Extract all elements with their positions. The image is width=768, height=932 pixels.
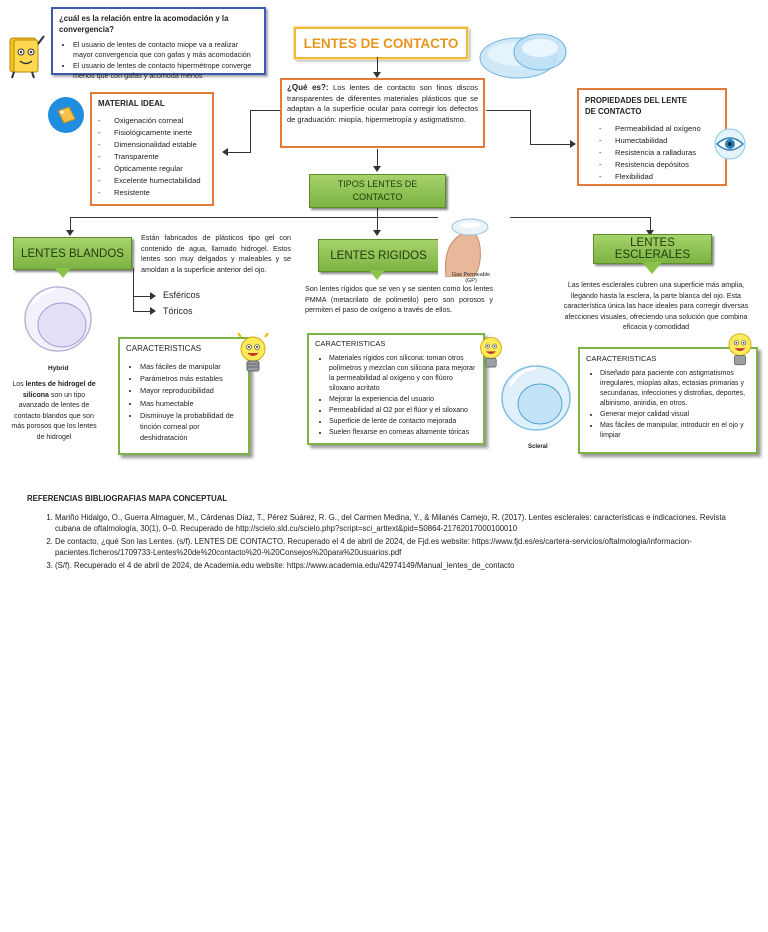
tag-badge-icon xyxy=(47,96,85,134)
hybrid-lens-icon xyxy=(18,283,96,363)
soft-feature: Disminuye la probabilidad de tinción cor… xyxy=(140,410,242,444)
soft-feature: Mayor reproducibilidad xyxy=(140,385,242,396)
properties-item: Resistencia depósitos xyxy=(599,159,719,171)
reference-item: (S/f). Recuperado el 4 de abril de 2024,… xyxy=(55,560,747,571)
question-title: ¿cuál es la relación entre la acomodació… xyxy=(59,14,229,34)
lightbulb-icon xyxy=(236,330,270,379)
rigid-features-title: CARACTERISTICAS xyxy=(315,339,386,348)
soft-label: LENTES BLANDOS xyxy=(21,247,124,260)
scleral-lens-icon xyxy=(498,360,573,444)
lightbulb-icon xyxy=(476,334,506,374)
properties-item: Resistencia a ralladuras xyxy=(599,147,719,159)
properties-box: PROPIEDADES DEL LENTE DE CONTACTO Permea… xyxy=(577,88,727,186)
hybrid-label: Hybrid xyxy=(48,365,69,372)
main-title: LENTES DE CONTACTO xyxy=(294,27,468,59)
scleral-feature: Mas fáciles de manipular, introducir en … xyxy=(600,421,750,441)
material-item: Transparente xyxy=(98,151,206,163)
rigid-feature: Materiales rígidos con silicona: toman o… xyxy=(329,354,477,394)
material-item: Resistente xyxy=(98,187,206,199)
rigid-lens-icon xyxy=(438,213,510,278)
soft-feature: Parámetros más estables xyxy=(140,373,242,384)
soft-description: Están fabricados de plásticos tipo gel c… xyxy=(141,233,291,274)
soft-note-bold: lentes de hidrogel de silicona xyxy=(22,381,96,399)
scleral-description: Las lentes esclerales cubren una superfi… xyxy=(563,281,749,331)
types-node: TIPOS LENTES DE CONTACTO xyxy=(309,174,446,208)
scleral-feature: Generar mejor calidad visual xyxy=(600,410,750,420)
scleral-node-label: LENTES ESCLERALES xyxy=(614,237,691,261)
soft-features-box: CARACTERISTICAS Mas fáciles de manipular… xyxy=(118,337,250,455)
material-title: MATERIAL IDEAL xyxy=(98,99,165,108)
gp-label: Gas Permeable (GP) xyxy=(451,272,491,284)
question-item: El usuario de lentes de contacto hipermé… xyxy=(73,61,258,81)
rigid-feature: Mejorar la experiencia del usuario xyxy=(329,395,477,405)
soft-lenses-node: LENTES BLANDOS xyxy=(13,237,132,270)
rigid-label: LENTES RIGIDOS xyxy=(330,249,427,262)
soft-feature: Mas fáciles de manipular xyxy=(140,361,242,372)
reference-item: De contacto, ¿qué Son las Lentes. (s/f).… xyxy=(55,536,747,558)
question-box: ¿cuál es la relación entre la acomodació… xyxy=(51,7,266,80)
properties-item: Flexibilidad xyxy=(599,171,719,183)
properties-item: Humectabilidad xyxy=(599,135,719,147)
rigid-feature: Superficie de lente de contacto mejorada xyxy=(329,417,477,427)
references-title: REFERENCIAS BIBLIOGRAFIAS MAPA CONCEPTUA… xyxy=(27,494,228,503)
scleral-features-box: CARACTERISTICAS Diseñado para paciente c… xyxy=(578,347,758,454)
scleral-features-title: CARACTERISTICAS xyxy=(586,354,657,363)
definition-box: ¿Qué es?: Los lentes de contacto son fin… xyxy=(280,78,485,148)
properties-item: Permeabilidad al oxígeno xyxy=(599,123,719,135)
soft-note-prefix: Los xyxy=(12,381,24,388)
soft-subtype: Esféricos xyxy=(163,290,201,300)
material-box: MATERIAL IDEAL Oxigenación corneal Fisio… xyxy=(90,92,214,206)
material-item: Fisiológicamente inerte xyxy=(98,127,206,139)
eye-icon xyxy=(712,126,748,162)
reference-item: Mariño Hidalgo, O., Guerra Almaguer, M.,… xyxy=(55,512,747,534)
book-icon xyxy=(4,30,48,80)
definition-label: ¿Qué es?: xyxy=(287,83,329,92)
rigid-feature: Permeabilidad al O2 por el flúor y el si… xyxy=(329,406,477,416)
properties-title: PROPIEDADES DEL LENTE DE CONTACTO xyxy=(585,96,688,116)
material-item: Oxigenación corneal xyxy=(98,115,206,127)
soft-features-title: CARACTERISTICAS xyxy=(126,344,202,353)
definition-text: Los lentes de contacto son finos discos … xyxy=(287,83,478,124)
question-item: El usuario de lentes de contacto miope v… xyxy=(73,40,258,60)
scleral-label: Scleral xyxy=(528,444,548,450)
soft-feature: Mas humectable xyxy=(140,398,242,409)
rigid-feature: Suelen flexarse en corneas altamente tór… xyxy=(329,428,477,438)
material-item: Dimensionalidad estable xyxy=(98,139,206,151)
soft-note: Los lentes de hidrogel de silicona son u… xyxy=(8,380,100,443)
material-item: Ópticamente regular xyxy=(98,163,206,175)
rigid-lenses-node: LENTES RIGIDOS xyxy=(318,239,439,272)
rigid-features-box: CARACTERISTICAS Materiales rígidos con s… xyxy=(307,333,485,445)
material-item: Excelente humectabilidad xyxy=(98,175,206,187)
references-section: REFERENCIAS BIBLIOGRAFIAS MAPA CONCEPTUA… xyxy=(27,493,747,573)
scleral-feature: Diseñado para paciente con astigmatismos… xyxy=(600,369,750,409)
rigid-description: Son lentes rígidos que se ven y se sient… xyxy=(305,284,493,314)
lightbulb-icon xyxy=(724,330,756,372)
contact-lens-icon xyxy=(478,28,572,82)
soft-note-rest: son un tipo avanzado de lentes de contac… xyxy=(11,391,97,441)
scleral-lenses-node: LENTES ESCLERALES xyxy=(593,234,712,264)
soft-subtype: Tóricos xyxy=(163,306,193,316)
types-label: TIPOS LENTES DE CONTACTO xyxy=(337,179,418,202)
